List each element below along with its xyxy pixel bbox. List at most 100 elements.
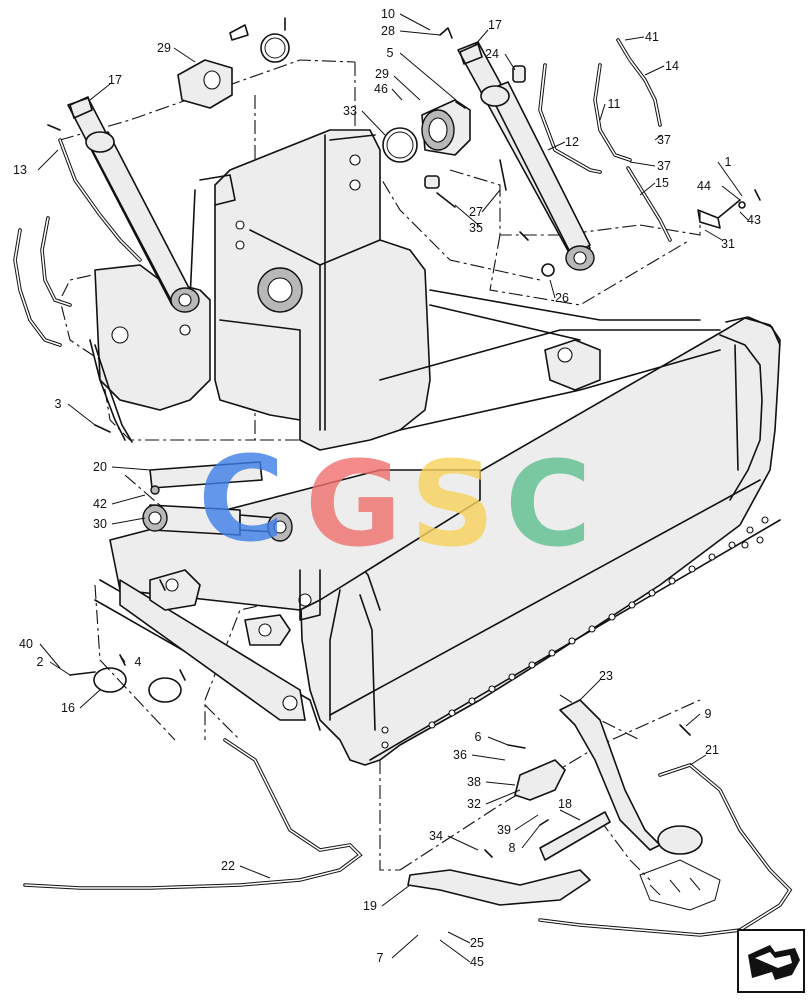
callout-leader	[447, 835, 479, 851]
push-arm-frame	[94, 469, 481, 731]
callout-leader	[79, 689, 101, 709]
callout-number: 14	[665, 59, 679, 73]
callout-number: 2	[37, 655, 44, 669]
callout-number: 30	[93, 517, 107, 531]
callout-number: 4	[135, 655, 142, 669]
callout-number: 23	[599, 669, 613, 683]
callout-leader	[481, 189, 501, 213]
callout-leader	[644, 65, 665, 76]
callout-leader	[399, 13, 431, 31]
callout-number: 27	[469, 205, 483, 219]
callout-number: 31	[721, 237, 735, 251]
callout-leader	[579, 679, 601, 701]
blade-mounting-holes	[381, 516, 769, 749]
watermark-letter: G	[305, 435, 402, 573]
callout-number: 10	[381, 7, 395, 21]
pivot-bracket-top	[177, 33, 290, 109]
callout-number: 3	[55, 397, 62, 411]
callout-number: 11	[608, 97, 621, 111]
callout-number: 18	[558, 797, 572, 811]
callout-leader	[549, 279, 556, 299]
callout-leader	[685, 713, 701, 727]
callout-labels: 1234567891011121314151617171819202122232…	[13, 7, 761, 969]
callout-number: 45	[470, 955, 484, 969]
callout-number: 46	[374, 82, 388, 96]
callout-leader	[381, 884, 411, 907]
callout-number: 13	[13, 163, 27, 177]
callout-leader	[639, 182, 656, 196]
callout-leader	[67, 403, 96, 426]
pivot-housing	[382, 99, 471, 163]
callout-leader	[119, 654, 126, 663]
cutting-edge-parts	[407, 699, 703, 906]
callout-leader	[739, 211, 749, 221]
callout-leader	[173, 47, 196, 63]
callout-leader	[547, 141, 566, 151]
callout-number: 42	[93, 497, 107, 511]
callout-number: 8	[509, 841, 516, 855]
callout-leader	[111, 494, 146, 505]
callout-leader	[521, 824, 541, 849]
callout-leader	[391, 88, 403, 101]
callout-leader	[599, 103, 606, 121]
callout-leader	[654, 134, 663, 141]
callout-leader	[629, 161, 656, 167]
callout-number: 26	[555, 291, 569, 305]
callout-leader	[399, 52, 457, 101]
hose-clamps	[69, 667, 182, 703]
callout-number: 41	[645, 30, 659, 44]
watermark-letter: C	[198, 430, 285, 568]
callout-number: 39	[497, 823, 511, 837]
callout-leader	[487, 736, 509, 746]
callout-leader	[361, 110, 386, 136]
callout-number: 9	[705, 707, 712, 721]
callout-leader	[485, 789, 521, 805]
callout-number: 19	[363, 899, 377, 913]
callout-number: 37	[657, 133, 671, 147]
callout-leader	[399, 30, 441, 36]
callout-leader	[689, 754, 707, 766]
trunnion-brackets-left	[149, 569, 291, 646]
callout-number: 36	[453, 748, 467, 762]
callout-leader	[49, 661, 71, 676]
callout-leader	[447, 931, 471, 944]
watermark-letter: S	[410, 435, 495, 573]
callout-leader	[514, 814, 539, 831]
callout-number: 5	[387, 46, 394, 60]
callout-leader	[37, 149, 59, 171]
callout-number: 24	[485, 47, 499, 61]
callout-number: 43	[747, 213, 761, 227]
callout-leader	[89, 83, 111, 101]
callout-number: 6	[475, 730, 482, 744]
hydraulic-hoses	[13, 38, 793, 937]
watermark-letter: C	[505, 435, 592, 573]
callout-leader	[454, 204, 483, 229]
callout-leader	[559, 809, 581, 821]
callout-number: 29	[375, 67, 389, 81]
callout-leader	[717, 161, 743, 197]
callout-leader	[39, 643, 61, 669]
lift-cylinder-left	[67, 96, 200, 313]
callout-number: 32	[467, 797, 481, 811]
callout-number: 21	[705, 743, 719, 757]
callout-leader	[721, 185, 741, 201]
callout-leader	[439, 939, 471, 963]
callout-number: 35	[469, 221, 483, 235]
callout-leader	[485, 781, 516, 786]
callout-number: 17	[488, 18, 502, 32]
callout-number: 7	[377, 951, 384, 965]
small-fasteners	[47, 17, 761, 858]
callout-number: 15	[655, 176, 669, 190]
callout-number: 1	[725, 155, 732, 169]
callout-number: 17	[108, 73, 122, 87]
callout-leader	[111, 466, 151, 471]
callout-leader	[391, 934, 419, 959]
callout-number: 34	[429, 829, 443, 843]
callout-leader	[239, 865, 271, 879]
callout-number: 44	[697, 179, 711, 193]
callout-leader	[393, 75, 421, 101]
callout-number: 40	[19, 637, 33, 651]
pivot-bracket-right	[544, 339, 601, 391]
arrow-page-icon[interactable]	[737, 929, 805, 993]
